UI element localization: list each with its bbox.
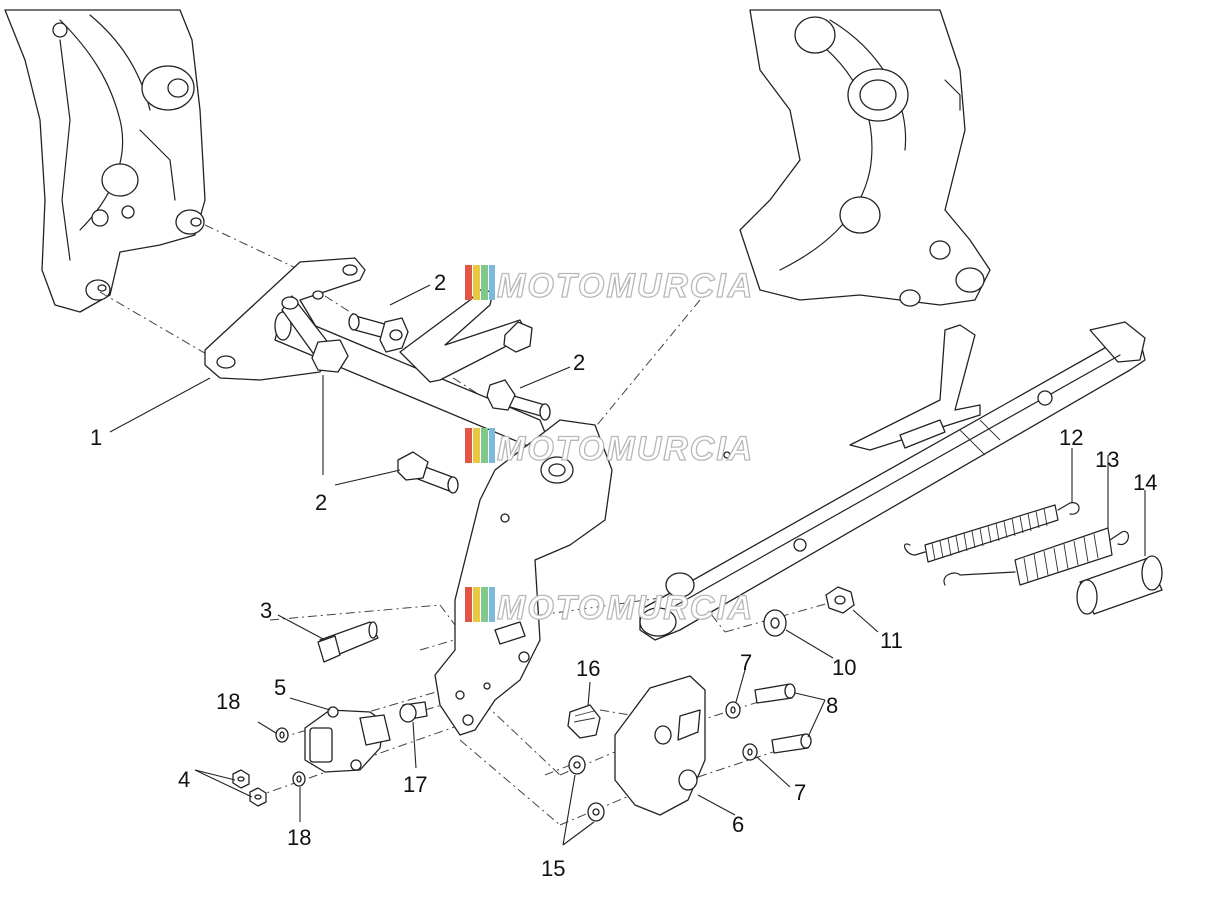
part-2-bolt-middle — [486, 379, 551, 421]
callout-10: 10 — [832, 655, 856, 680]
watermark-label: MOTOMURCIA — [497, 589, 754, 627]
part-18-washer-lower — [292, 771, 306, 787]
callout-18: 18 — [216, 689, 240, 714]
callout-2: 2 — [315, 490, 327, 515]
callout-6: 6 — [732, 812, 744, 837]
part-8-screw-upper — [754, 683, 796, 704]
part-2-bolt-left — [281, 295, 349, 373]
part-12-spring-long — [903, 502, 1080, 563]
part-15-washer-upper — [568, 755, 586, 775]
right-frame-bracket — [739, 9, 991, 307]
callout-3: 3 — [260, 598, 272, 623]
callout-labels: 1 2 2 2 3 4 5 6 7 7 8 10 11 12 13 14 15 … — [90, 270, 1157, 881]
watermark-label: MOTOMURCIA — [497, 267, 754, 305]
part-16-clip — [567, 704, 601, 739]
callout-16: 16 — [576, 656, 600, 681]
callout-2: 2 — [434, 270, 446, 295]
callout-8: 8 — [826, 693, 838, 718]
leader-lines — [109, 284, 1146, 846]
part-5-sidestand-switch — [304, 706, 391, 773]
callout-1: 1 — [90, 425, 102, 450]
callout-7: 7 — [740, 650, 752, 675]
part-11-nut — [825, 586, 855, 614]
callout-18: 18 — [287, 825, 311, 850]
part-3-pin — [317, 621, 379, 663]
part-14-sleeve — [1076, 555, 1163, 615]
part-6-cover — [614, 675, 706, 816]
part-4-nut-upper — [232, 769, 250, 789]
part-17-screw — [399, 701, 428, 723]
watermark-middle: MOTOMURCIA — [465, 428, 754, 469]
part-7-washer-upper — [725, 701, 741, 719]
part-8-screw-lower — [771, 733, 812, 754]
callout-12: 12 — [1059, 425, 1083, 450]
callout-14: 14 — [1133, 470, 1157, 495]
callout-4: 4 — [178, 767, 190, 792]
part-18-washer-upper — [275, 727, 289, 743]
part-7-washer-lower — [742, 743, 758, 761]
callout-17: 17 — [403, 772, 427, 797]
part-15-washer-lower — [587, 802, 605, 822]
part-10-washer — [763, 609, 787, 637]
callout-7: 7 — [794, 780, 806, 805]
left-frame-bracket — [4, 9, 206, 313]
stand-side-plate — [434, 419, 613, 736]
callout-2: 2 — [573, 350, 585, 375]
callout-5: 5 — [274, 675, 286, 700]
part-2-bolt-upper — [348, 313, 409, 353]
callout-11: 11 — [880, 628, 903, 653]
part-13-spring-short — [943, 527, 1129, 586]
watermark-label: MOTOMURCIA — [497, 430, 754, 468]
watermark-bottom: MOTOMURCIA — [465, 587, 754, 628]
side-stand-leg — [639, 321, 1146, 641]
callout-15: 15 — [541, 856, 565, 881]
callout-13: 13 — [1095, 447, 1119, 472]
part-2-bolt-lower — [397, 451, 459, 494]
watermark-top: MOTOMURCIA — [465, 265, 754, 306]
part-4-nut-lower — [249, 787, 267, 807]
